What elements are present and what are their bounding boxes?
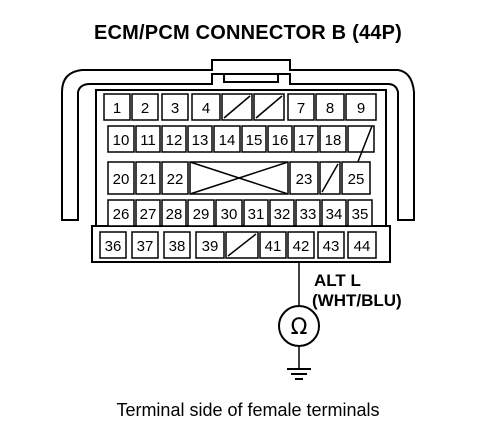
wire-label: ALT L	[314, 271, 361, 290]
terminal-cell: 1	[103, 93, 131, 121]
blank-terminal	[347, 125, 375, 183]
terminal-number: 7	[297, 100, 305, 117]
terminal-cell: 7	[287, 93, 315, 121]
terminal-cell: 28	[161, 199, 187, 227]
blank-terminal	[221, 93, 253, 121]
terminal-cell: 31	[243, 199, 269, 227]
terminal-number: 8	[326, 100, 334, 117]
terminal-number: 22	[167, 171, 184, 188]
terminal-number: 29	[193, 206, 210, 223]
terminal-number: 38	[169, 238, 186, 255]
terminal-cell: 32	[269, 199, 295, 227]
terminal-number: 23	[296, 171, 313, 188]
terminal-cell: 12	[161, 125, 187, 153]
terminal-cell: 36	[99, 231, 127, 259]
terminal-number: 37	[137, 238, 154, 255]
diagram-caption: Terminal side of female terminals	[116, 400, 380, 420]
terminal-cell: 2	[131, 93, 159, 121]
terminal-number: 27	[140, 206, 157, 223]
terminal-cell: 44	[347, 231, 377, 259]
terminal-cell: 29	[187, 199, 215, 227]
terminal-number: 2	[141, 100, 149, 117]
terminal-cell: 33	[295, 199, 321, 227]
terminal-cell: 17	[293, 125, 319, 153]
terminal-number: 34	[326, 206, 343, 223]
terminal-number: 42	[293, 238, 310, 255]
terminal-cell: 22	[161, 161, 189, 195]
terminal-number: 39	[202, 238, 219, 255]
blank-terminal	[225, 231, 259, 259]
terminal-cell: 41	[259, 231, 287, 259]
terminal-number: 10	[113, 132, 130, 149]
ohm-symbol: Ω	[291, 315, 308, 340]
terminal-cell: 35	[347, 199, 373, 227]
terminal-number: 9	[357, 100, 365, 117]
diagram-title: ECM/PCM CONNECTOR B (44P)	[94, 22, 402, 44]
blank-terminal	[319, 161, 341, 195]
terminal-number: 41	[265, 238, 282, 255]
terminal-cell: 20	[107, 161, 135, 195]
terminal-cell: 4	[191, 93, 221, 121]
terminal-cell: 34	[321, 199, 347, 227]
terminal-cell: 9	[345, 93, 377, 121]
terminal-number: 12	[166, 132, 183, 149]
ground-icon	[287, 368, 311, 380]
terminal-number: 36	[105, 238, 122, 255]
wire-color-label: (WHT/BLU)	[312, 291, 402, 310]
terminal-cell: 27	[135, 199, 161, 227]
terminal-number: 25	[348, 171, 365, 188]
terminal-number: 1	[113, 100, 121, 117]
terminal-number: 31	[248, 206, 265, 223]
terminal-number: 43	[323, 238, 340, 255]
terminal-cell: 3	[161, 93, 189, 121]
terminal-cell: 13	[187, 125, 213, 153]
terminal-number: 16	[272, 132, 289, 149]
terminal-number: 21	[140, 171, 157, 188]
ohmmeter-icon: Ω	[278, 305, 320, 347]
terminal-number: 32	[274, 206, 291, 223]
terminal-number: 18	[325, 132, 342, 149]
terminal-number: 33	[300, 206, 317, 223]
terminal-cell: 30	[215, 199, 243, 227]
blank-terminal	[253, 93, 285, 121]
terminal-number: 35	[352, 206, 369, 223]
terminal-cell: 21	[135, 161, 161, 195]
terminal-cell: 18	[319, 125, 347, 153]
terminal-cell: 23	[289, 161, 319, 195]
terminal-cell: 39	[195, 231, 225, 259]
blank-terminal-span	[189, 161, 289, 195]
terminal-number: 4	[202, 100, 210, 117]
terminal-number: 30	[221, 206, 238, 223]
terminal-cell: 16	[267, 125, 293, 153]
terminal-number: 3	[171, 100, 179, 117]
terminal-cell: 14	[213, 125, 241, 153]
terminal-cell: 38	[163, 231, 191, 259]
terminal-number: 17	[298, 132, 315, 149]
terminal-number: 13	[192, 132, 209, 149]
terminal-cell: 37	[131, 231, 159, 259]
terminal-cell: 11	[135, 125, 161, 153]
terminal-number: 26	[113, 206, 130, 223]
terminal-number: 11	[140, 132, 156, 149]
terminal-number: 15	[246, 132, 263, 149]
terminal-cell: 43	[317, 231, 345, 259]
terminal-cell: 15	[241, 125, 267, 153]
terminal-number: 14	[219, 132, 236, 149]
terminal-number: 20	[113, 171, 130, 188]
terminal-number: 28	[166, 206, 183, 223]
terminal-cell: 42	[287, 231, 315, 259]
terminal-cell: 26	[107, 199, 135, 227]
terminal-cell: 25	[341, 161, 371, 195]
terminal-cell: 8	[315, 93, 345, 121]
terminal-cell: 10	[107, 125, 135, 153]
terminal-number: 44	[354, 238, 371, 255]
